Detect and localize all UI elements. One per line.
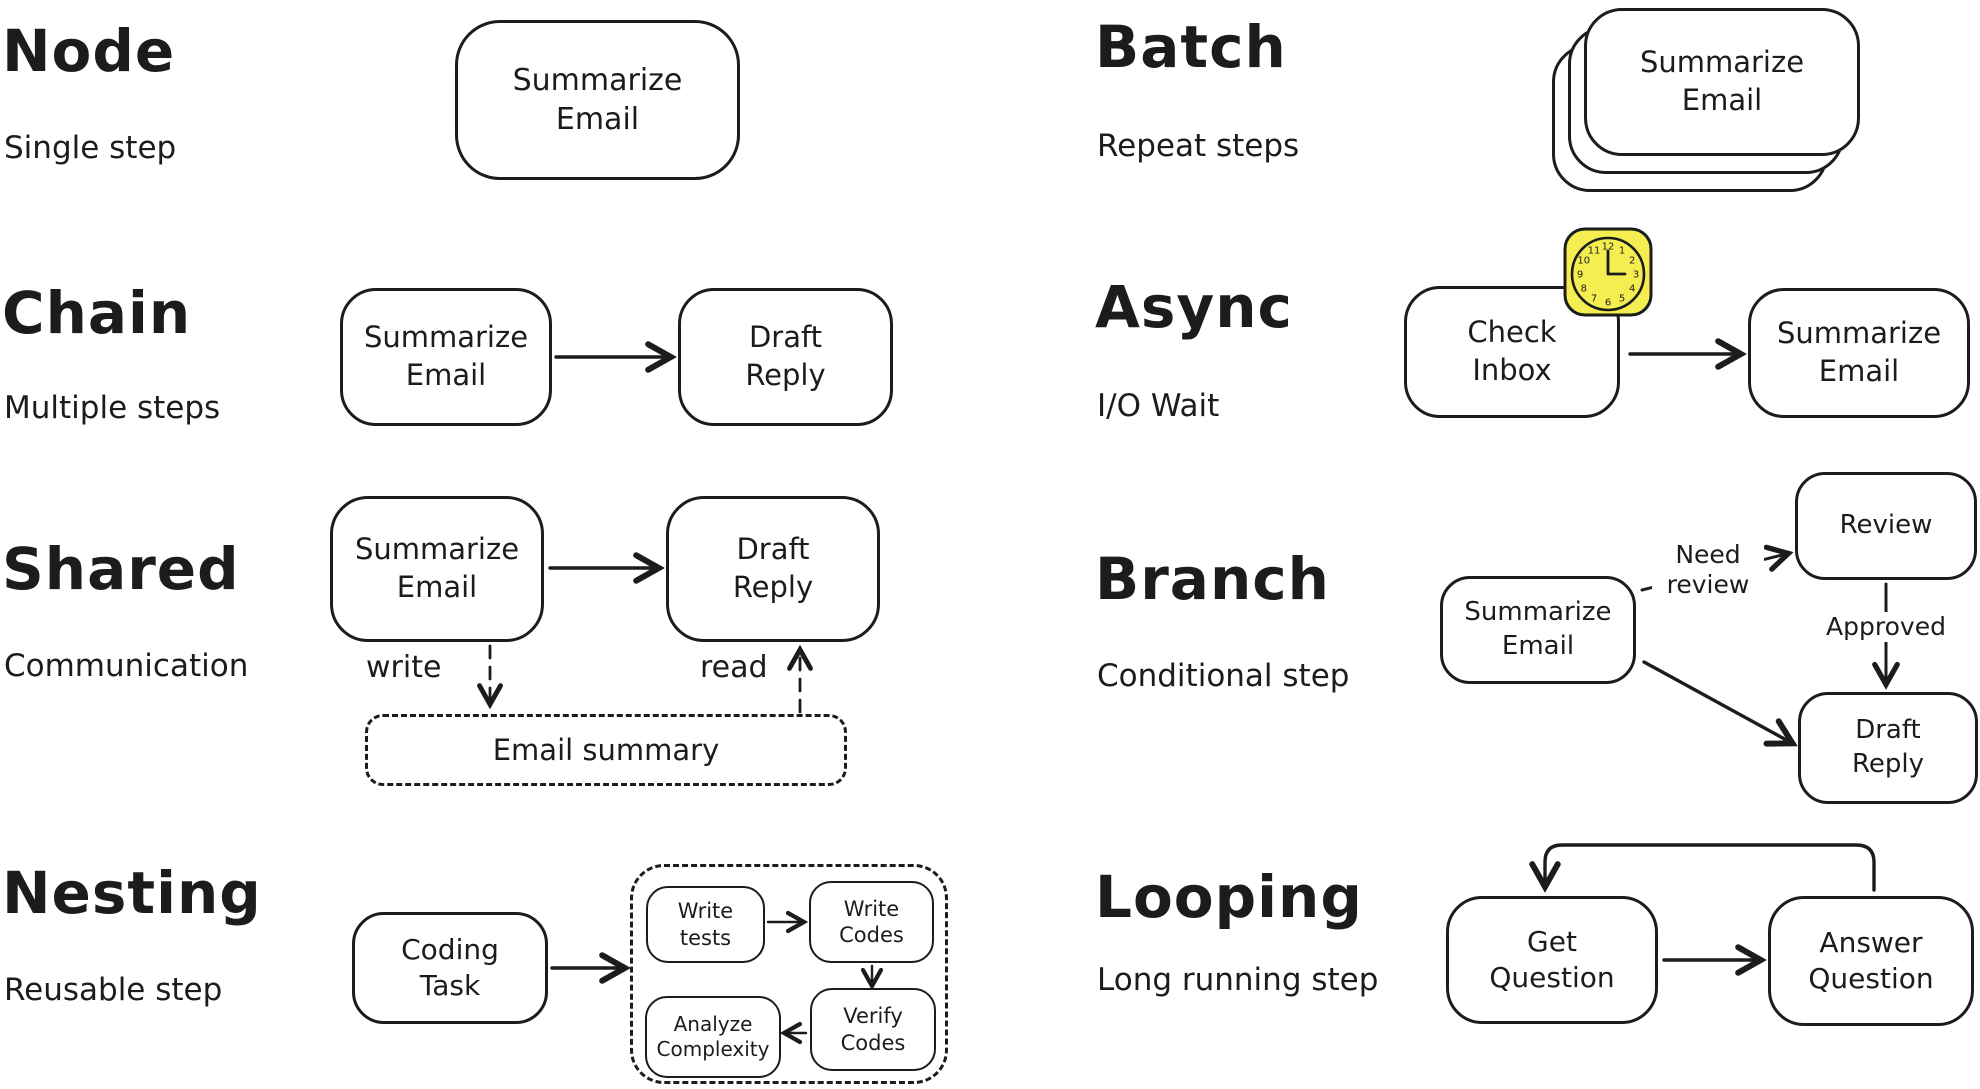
chain-summarize-email: Summarize Email xyxy=(340,288,552,426)
looping-section-subtitle: Long running step xyxy=(1097,962,1379,998)
chain-section-title: Chain xyxy=(2,279,192,347)
shared-section-subtitle: Communication xyxy=(4,648,249,684)
branch-review: Review xyxy=(1795,472,1977,580)
shared-write-label: write xyxy=(366,650,442,686)
svg-text:10: 10 xyxy=(1577,256,1590,267)
chain-draft-reply: Draft Reply xyxy=(678,288,893,426)
branch-need-review-label: Need review xyxy=(1652,540,1764,600)
clock-hands xyxy=(1606,249,1627,276)
svg-text:5: 5 xyxy=(1619,294,1625,305)
branch-section-title: Branch xyxy=(1095,545,1330,613)
svg-text:4: 4 xyxy=(1629,284,1635,295)
chain-section-subtitle: Multiple steps xyxy=(4,390,221,426)
node-section-title: Node xyxy=(2,17,176,85)
svg-text:11: 11 xyxy=(1588,245,1601,256)
batch-section-title: Batch xyxy=(1095,13,1287,81)
svg-text:6: 6 xyxy=(1605,298,1611,309)
looping-section-title: Looping xyxy=(1095,863,1363,931)
nesting-write-codes: Write Codes xyxy=(809,881,934,963)
branch-direct-arrow xyxy=(1642,660,1790,742)
svg-text:3: 3 xyxy=(1633,270,1639,281)
looping-back-arrow xyxy=(1545,843,1876,890)
svg-text:7: 7 xyxy=(1591,294,1597,305)
batch-section-subtitle: Repeat steps xyxy=(1097,128,1300,164)
svg-text:2: 2 xyxy=(1629,256,1635,267)
nesting-verify-codes: Verify Codes xyxy=(810,988,936,1071)
nesting-section-title: Nesting xyxy=(2,859,262,927)
async-section-subtitle: I/O Wait xyxy=(1097,388,1220,424)
shared-draft-reply: Draft Reply xyxy=(666,496,880,642)
looping-get-question: Get Question xyxy=(1446,896,1658,1024)
svg-text:9: 9 xyxy=(1577,270,1583,281)
shared-section-title: Shared xyxy=(2,535,240,603)
svg-text:12: 12 xyxy=(1602,242,1615,253)
async-summarize-email: Summarize Email xyxy=(1748,288,1970,418)
branch-approved-label: Approved xyxy=(1822,612,1950,642)
node-section-subtitle: Single step xyxy=(4,130,177,166)
nesting-write-tests: Write tests xyxy=(646,886,765,963)
async-section-title: Async xyxy=(1095,273,1293,341)
batch-summarize-email: Summarize Email xyxy=(1584,8,1860,156)
branch-draft-reply: Draft Reply xyxy=(1798,692,1978,804)
nesting-section-subtitle: Reusable step xyxy=(4,972,223,1008)
branch-summarize-email: Summarize Email xyxy=(1440,576,1636,684)
async-check-inbox: Check Inbox xyxy=(1404,286,1620,418)
nesting-analyze-complexity: Analyze Complexity xyxy=(645,996,781,1078)
shared-email-summary-store: Email summary xyxy=(365,714,847,786)
branch-section-subtitle: Conditional step xyxy=(1097,658,1350,694)
shared-summarize-email: Summarize Email xyxy=(330,496,544,642)
nesting-coding-task: Coding Task xyxy=(352,912,548,1024)
node-summarize-email: Summarize Email xyxy=(455,20,740,180)
looping-answer-question: Answer Question xyxy=(1768,896,1974,1026)
shared-read-label: read xyxy=(700,650,768,686)
svg-text:8: 8 xyxy=(1581,284,1587,295)
svg-text:1: 1 xyxy=(1619,245,1625,256)
